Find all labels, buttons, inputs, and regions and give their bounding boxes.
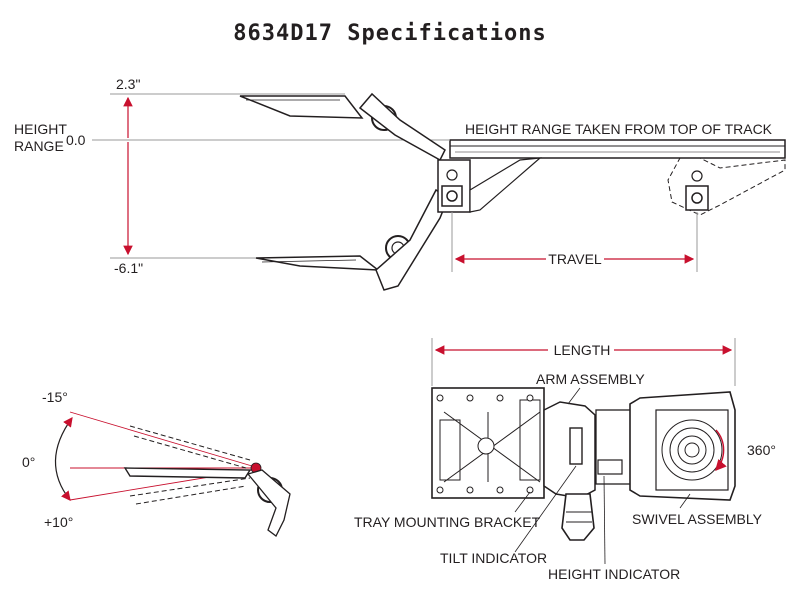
height-range-diagram: HEIGHT RANGE 2.3" 0.0 -6.1" HEIGHT RANGE… (14, 76, 786, 291)
swivel-assembly-label: SWIVEL ASSEMBLY (632, 511, 763, 527)
top-view-diagram: LENGTH ARM ASSEMBLY 360° TRAY MOUNTING B… (354, 338, 776, 582)
tilt-diagram: -15° 0° +10° (22, 389, 291, 537)
track-note: HEIGHT RANGE TAKEN FROM TOP OF TRACK (465, 121, 773, 137)
height-indicator-label: HEIGHT INDICATOR (548, 566, 680, 582)
tilt-level-angle: 0° (22, 454, 35, 470)
tray-mounting-bracket-label: TRAY MOUNTING BRACKET (354, 514, 541, 530)
tilt-tray-up (129, 425, 251, 461)
tilt-indicator (569, 427, 583, 465)
tilt-indicator-label: TILT INDICATOR (440, 550, 547, 566)
track (449, 139, 786, 159)
height-min-value: -6.1" (114, 260, 143, 276)
height-indicator (597, 459, 623, 475)
rotation-label: 360° (747, 442, 776, 458)
tilt-angle-arc (54, 417, 73, 501)
upper-arm (358, 92, 446, 162)
height-range-label-line2: RANGE (14, 138, 64, 154)
lower-arm (375, 188, 449, 291)
tilt-down-angle: +10° (44, 514, 73, 530)
arm-assembly-label: ARM ASSEMBLY (536, 371, 645, 387)
length-label: LENGTH (554, 342, 611, 358)
height-range-label-line1: HEIGHT (14, 121, 67, 137)
lower-tray (255, 255, 381, 271)
tilt-tray-down (129, 477, 251, 497)
tilt-tray-level (123, 467, 252, 479)
tilt-knob-top (561, 493, 595, 541)
swivel-rotation-arc (715, 429, 727, 472)
height-max-value: 2.3" (116, 76, 140, 92)
upper-tray (239, 95, 364, 119)
height-zero-value: 0.0 (66, 132, 86, 148)
page-title: 8634D17 Specifications (233, 21, 546, 46)
travel-label: TRAVEL (548, 251, 602, 267)
tilt-up-angle: -15° (42, 389, 68, 405)
right-carriage-ghost (667, 157, 786, 216)
